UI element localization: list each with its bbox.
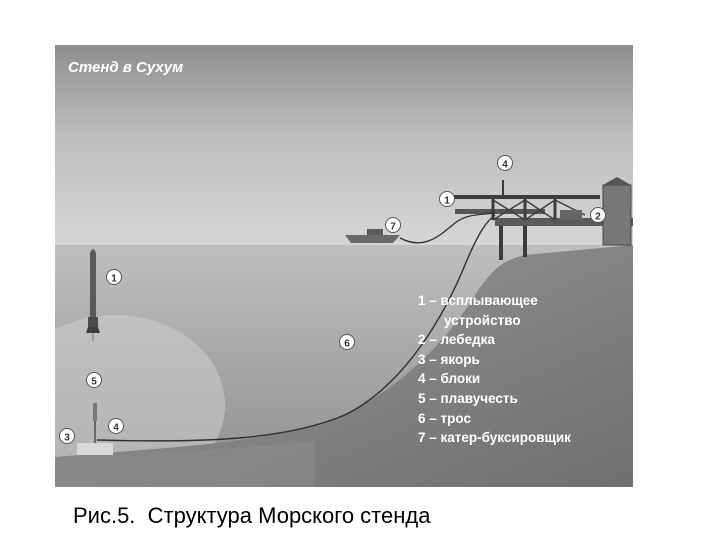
marker-7-boat: 7 xyxy=(385,217,401,233)
marker-3-anchor: 3 xyxy=(59,428,75,444)
legend: 1 – всплывающее устройство 2 – лебедка 3… xyxy=(418,291,571,448)
legend-item: 7 – катер-буксировщик xyxy=(418,430,571,446)
panel-title: Стенд в Сухум xyxy=(68,59,184,76)
diagram-figure: 1 2 4 7 1 6 5 4 xyxy=(55,45,633,487)
legend-item: 6 – трос xyxy=(418,410,471,426)
svg-text:1: 1 xyxy=(111,274,117,285)
legend-item: устройство xyxy=(444,312,521,328)
marker-2-winch: 2 xyxy=(590,207,606,223)
svg-text:3: 3 xyxy=(64,433,70,444)
tow-boat xyxy=(345,229,400,243)
svg-text:4: 4 xyxy=(113,423,119,434)
marker-6-cable: 6 xyxy=(339,334,355,350)
marker-1-device: 1 xyxy=(106,269,122,285)
floating-device xyxy=(86,249,100,341)
towline xyxy=(399,212,496,244)
seabed-floor xyxy=(55,440,315,487)
legend-item: 4 – блоки xyxy=(418,371,481,387)
svg-text:7: 7 xyxy=(390,222,396,233)
cable-rope xyxy=(96,214,496,442)
marker-4-blocks-top: 4 xyxy=(497,155,513,171)
legend-item: 3 – якорь xyxy=(418,351,480,367)
svg-text:1: 1 xyxy=(444,196,450,207)
seabed-slope xyxy=(55,245,633,487)
legend-item: 2 – лебедка xyxy=(418,332,495,348)
marker-5-buoyancy: 5 xyxy=(86,372,102,388)
anchor-assembly xyxy=(77,403,113,455)
svg-text:6: 6 xyxy=(344,339,350,350)
svg-text:2: 2 xyxy=(595,212,601,223)
marker-1-pier: 1 xyxy=(439,191,455,207)
svg-text:5: 5 xyxy=(91,377,97,388)
legend-item: 5 – плавучесть xyxy=(418,390,518,406)
legend-item: 1 – всплывающее xyxy=(418,293,538,308)
diagram-illustration: 1 2 4 7 1 6 5 4 xyxy=(55,45,633,487)
pier-structure xyxy=(453,177,633,260)
figure-caption: Рис.5. Структура Морского стенда xyxy=(73,503,431,528)
marker-4-blocks-bottom: 4 xyxy=(108,418,124,434)
svg-text:4: 4 xyxy=(502,160,508,171)
